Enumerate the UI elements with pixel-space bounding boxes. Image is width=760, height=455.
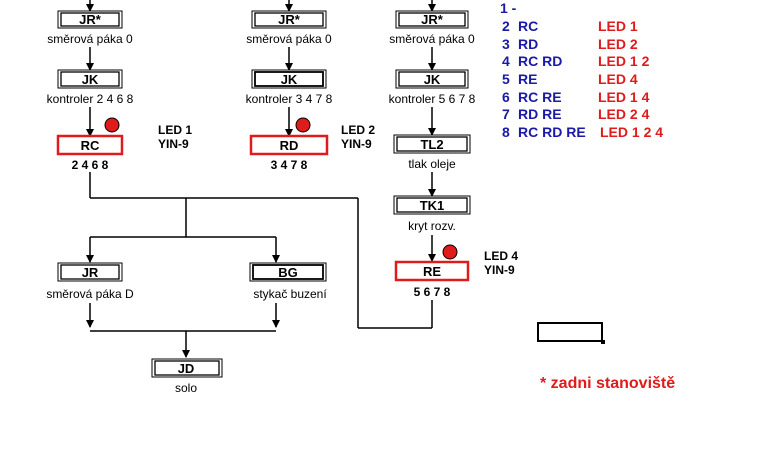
legend-num-5: 5 <box>502 71 510 87</box>
node-jr2: JR* směrová páka 0 <box>246 10 332 46</box>
node-jk3-caption: kontroler 5 6 7 8 <box>389 92 476 106</box>
node-rc-label: RC <box>81 138 100 153</box>
node-jk1-label: JK <box>82 72 99 87</box>
node-jk3-label: JK <box>424 72 441 87</box>
led-indicator-rc <box>104 117 120 133</box>
node-jr3-label: JR* <box>421 12 444 27</box>
legend-num-8: 8 <box>502 124 510 140</box>
node-rc: RC 2 4 6 8 LED 1 YIN-9 <box>56 117 192 172</box>
legend-led-4: LED 1 2 <box>598 53 650 69</box>
node-bg-label: BG <box>278 265 298 280</box>
legend-relay-3: RD <box>518 36 538 52</box>
node-jk1: JK kontroler 2 4 6 8 <box>47 69 134 106</box>
node-jr4-label: JR <box>82 265 99 280</box>
node-tl2-caption: tlak oleje <box>408 157 456 171</box>
legend-num-3: 3 <box>502 36 510 52</box>
node-jr4-caption: směrová páka D <box>46 287 134 301</box>
node-jr2-label: JR* <box>278 12 301 27</box>
node-re-caption: 5 6 7 8 <box>414 285 451 299</box>
node-jk1-caption: kontroler 2 4 6 8 <box>47 92 134 106</box>
node-re-label: RE <box>423 264 441 279</box>
node-re: RE 5 6 7 8 LED 4 YIN-9 <box>394 244 518 299</box>
led-indicator-re <box>442 244 458 260</box>
node-jd-label: JD <box>178 361 195 376</box>
node-re-led-label: LED 4 <box>484 249 518 263</box>
legend-led-5: LED 4 <box>598 71 638 87</box>
node-jr1-label: JR* <box>79 12 102 27</box>
node-rc-led-label: LED 1 <box>158 123 192 137</box>
node-rd: RD 3 4 7 8 LED 2 YIN-9 <box>249 117 375 172</box>
legend-relay-2: RC <box>518 18 538 34</box>
legend-num-7: 7 <box>502 106 510 122</box>
node-tk1-label: TK1 <box>420 198 445 213</box>
node-bg: BG stykač buzení <box>249 262 327 301</box>
node-jr1-caption: směrová páka 0 <box>47 32 133 46</box>
node-jr3: JR* směrová páka 0 <box>389 10 475 46</box>
legend-num-1: 1 - <box>500 0 517 16</box>
node-tk1: TK1 kryt rozv. <box>393 195 471 233</box>
legend-relay-4: RC RD <box>518 53 562 69</box>
node-bg-caption: stykač buzení <box>253 287 327 301</box>
node-jd: JD solo <box>151 358 223 395</box>
legend-num-6: 6 <box>502 89 510 105</box>
node-jk2: JK kontroler 3 4 7 8 <box>246 69 333 106</box>
legend-relay-5: RE <box>518 71 537 87</box>
node-re-yin-label: YIN-9 <box>484 263 515 277</box>
legend: 1 - 2 RC LED 1 3 RD LED 2 4 RC RD LED 1 … <box>500 0 663 140</box>
legend-relay-7: RD RE <box>518 106 562 122</box>
node-jr4: JR směrová páka D <box>46 262 134 301</box>
legend-led-7: LED 2 4 <box>598 106 650 122</box>
node-jk2-label: JK <box>281 72 298 87</box>
legend-num-4: 4 <box>502 53 510 69</box>
node-rd-caption: 3 4 7 8 <box>271 158 308 172</box>
node-jr1: JR* směrová páka 0 <box>47 10 133 46</box>
legend-led-8: LED 1 2 4 <box>600 124 663 140</box>
node-rd-label: RD <box>280 138 299 153</box>
led-indicator-rd <box>295 117 311 133</box>
node-jd-caption: solo <box>175 381 197 395</box>
node-rc-caption: 2 4 6 8 <box>72 158 109 172</box>
node-rc-yin-label: YIN-9 <box>158 137 189 151</box>
node-rd-yin-label: YIN-9 <box>341 137 372 151</box>
legend-led-3: LED 2 <box>598 36 638 52</box>
node-jr2-caption: směrová páka 0 <box>246 32 332 46</box>
node-jk2-caption: kontroler 3 4 7 8 <box>246 92 333 106</box>
connectors <box>86 0 436 358</box>
legend-num-2: 2 <box>502 18 510 34</box>
legend-led-6: LED 1 4 <box>598 89 650 105</box>
empty-box <box>537 322 605 344</box>
node-tk1-caption: kryt rozv. <box>408 219 456 233</box>
node-jk3: JK kontroler 5 6 7 8 <box>389 69 476 106</box>
node-tl2: TL2 tlak oleje <box>393 134 471 171</box>
legend-led-2: LED 1 <box>598 18 638 34</box>
legend-relay-6: RC RE <box>518 89 562 105</box>
node-tl2-label: TL2 <box>420 137 443 152</box>
footnote: * zadni stanoviště <box>540 375 675 392</box>
legend-relay-8: RC RD RE <box>518 124 586 140</box>
node-jr3-caption: směrová páka 0 <box>389 32 475 46</box>
node-rd-led-label: LED 2 <box>341 123 375 137</box>
